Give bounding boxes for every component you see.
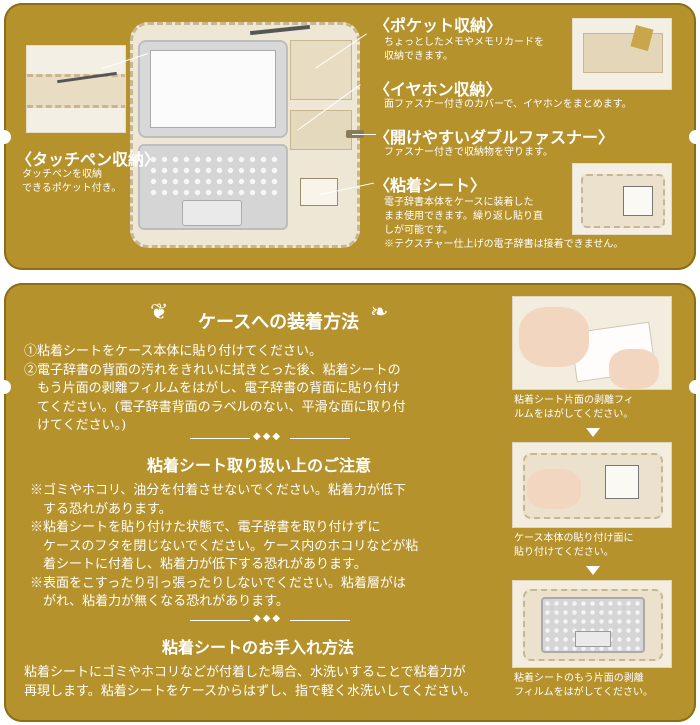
- panel-notch: [0, 380, 11, 394]
- divider-diamonds: ◆◆◆: [253, 613, 283, 624]
- sheet-heading: 〈粘着シート〉: [374, 176, 487, 195]
- panel-notch: [689, 380, 700, 394]
- pen-heading: 〈タッチペン収納〉: [16, 150, 161, 169]
- divider: [290, 438, 350, 439]
- pocket-storage-photo: [572, 18, 672, 90]
- leader-line: [352, 134, 376, 135]
- electronic-dictionary: [138, 40, 288, 230]
- sheet-desc: 電子辞書本体をケースに装着した まま使用できます。繰り返し貼り直 しが可能です。…: [384, 197, 624, 250]
- left-ornament-icon: ❦: [150, 300, 169, 325]
- divider-diamonds: ◆◆◆: [253, 431, 283, 442]
- earphone-heading: 〈イヤホン収納〉: [374, 80, 502, 99]
- cautions-list: ※ゴミやホコリ、油分を付着させないでください。粘着力が低下 する恐れがあります。…: [30, 483, 419, 609]
- divider: [290, 620, 350, 621]
- step3-attach-device-photo: [512, 580, 672, 668]
- case-pocket: [290, 40, 352, 100]
- pocket-heading: 〈ポケット収納〉: [374, 16, 503, 35]
- case-earphone-cover: [290, 110, 352, 150]
- step2-attach-photo: [512, 442, 672, 528]
- divider: [190, 620, 250, 621]
- touch-pen-pocket-photo: [26, 45, 126, 133]
- zipper-heading: 〈開けやすいダブルファスナー〉: [374, 128, 615, 147]
- care-text: 粘着シートにゴミやホコリなどが付着した場合、水洗いすることで粘着力が 再現します…: [24, 665, 477, 699]
- zipper-desc: ファスナー付きで収納物を守ります。: [384, 147, 553, 158]
- earphone-desc: 面ファスナー付きのカバーで、イヤホンをまとめます。: [384, 99, 632, 110]
- step3-caption: 粘着シートのもう片面の剥離 フィルムをはがしてください。: [514, 673, 653, 698]
- arrow-down-icon: [586, 428, 600, 437]
- step1-caption: 粘着シート片面の剥離フィ ルムをはがしてください。: [514, 395, 634, 420]
- step1-peel-photo: [512, 296, 672, 390]
- step2-caption: ケース本体の貼り付け面に 貼り付けてください。: [514, 533, 634, 558]
- install-title: ケースへの装着方法: [198, 312, 360, 333]
- panel-notch: [0, 130, 11, 144]
- divider: [190, 438, 250, 439]
- care-title: 粘着シートのお手入れ方法: [162, 638, 355, 657]
- pen-desc: タッチペンを収納 できるポケット付き。: [22, 169, 122, 194]
- install-steps: ①粘着シートをケース本体に貼り付けてください。 ②電子辞書の背面の汚れをきれいに…: [24, 344, 406, 433]
- adhesive-sheet-photo: [572, 163, 672, 235]
- case-adhesive-sheet: [300, 178, 338, 206]
- pocket-desc: ちょっとしたメモやメモリカードを 収納できます。: [384, 37, 544, 62]
- panel-notch: [689, 130, 700, 144]
- right-ornament-icon: ❧: [370, 300, 389, 325]
- arrow-down-icon: [586, 566, 600, 575]
- cautions-title: 粘着シート取り扱い上のご注意: [147, 456, 372, 475]
